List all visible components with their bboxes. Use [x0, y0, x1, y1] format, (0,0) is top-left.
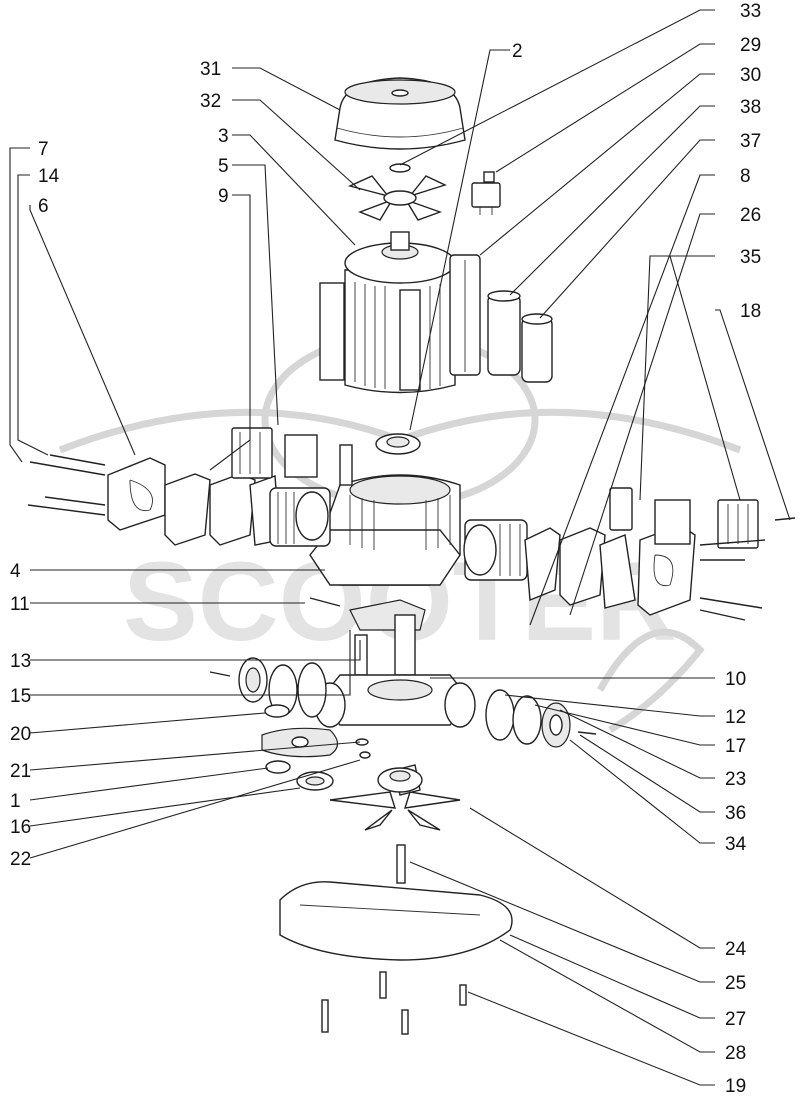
label-3: 3 — [218, 126, 229, 147]
label-33: 33 — [740, 1, 761, 22]
label-34: 34 — [725, 834, 747, 855]
left-piston-parts — [209, 657, 371, 791]
label-19: 19 — [725, 1076, 746, 1097]
label-4: 4 — [10, 561, 21, 582]
label-1: 1 — [10, 791, 21, 812]
label-32: 32 — [200, 91, 221, 112]
label-2: 2 — [512, 41, 523, 62]
part-labels: 33 2 29 31 30 32 38 3 37 7 5 8 14 9 26 6… — [10, 1, 761, 1097]
relay — [471, 171, 501, 215]
label-15: 15 — [10, 686, 31, 707]
crankcase — [309, 444, 461, 586]
bearing-top — [375, 433, 421, 455]
label-8: 8 — [740, 166, 751, 187]
label-16: 16 — [10, 817, 31, 838]
label-17: 17 — [725, 736, 746, 757]
label-29: 29 — [740, 35, 761, 56]
base-housing — [279, 844, 513, 1035]
label-12: 12 — [725, 707, 746, 728]
label-23: 23 — [725, 769, 746, 790]
label-21: 21 — [10, 761, 31, 782]
label-5: 5 — [218, 156, 229, 177]
label-22: 22 — [10, 849, 31, 870]
label-37: 37 — [740, 131, 761, 152]
label-6: 6 — [38, 196, 49, 217]
right-cylinder-assembly — [463, 487, 796, 621]
label-30: 30 — [740, 65, 761, 86]
crankshaft-assembly — [309, 597, 476, 728]
label-10: 10 — [725, 669, 746, 690]
bottom-fan — [329, 767, 461, 831]
label-7: 7 — [38, 139, 49, 160]
label-13: 13 — [10, 651, 31, 672]
left-cylinder-assembly — [27, 427, 331, 547]
label-20: 20 — [10, 724, 31, 745]
label-31: 31 — [200, 59, 221, 80]
label-18: 18 — [740, 301, 761, 322]
label-38: 38 — [740, 97, 761, 118]
label-24: 24 — [725, 939, 747, 960]
capacitors — [487, 290, 553, 383]
label-9: 9 — [218, 186, 229, 207]
label-36: 36 — [725, 803, 746, 824]
label-26: 26 — [740, 205, 761, 226]
leader-lines — [9, 9, 791, 1086]
label-35: 35 — [740, 247, 761, 268]
label-27: 27 — [725, 1009, 746, 1030]
cooling-fan — [347, 163, 447, 221]
label-28: 28 — [725, 1043, 746, 1064]
fan-cover — [334, 77, 466, 150]
label-14: 14 — [38, 166, 60, 187]
label-11: 11 — [10, 594, 30, 615]
label-25: 25 — [725, 973, 746, 994]
electric-motor — [319, 231, 481, 394]
